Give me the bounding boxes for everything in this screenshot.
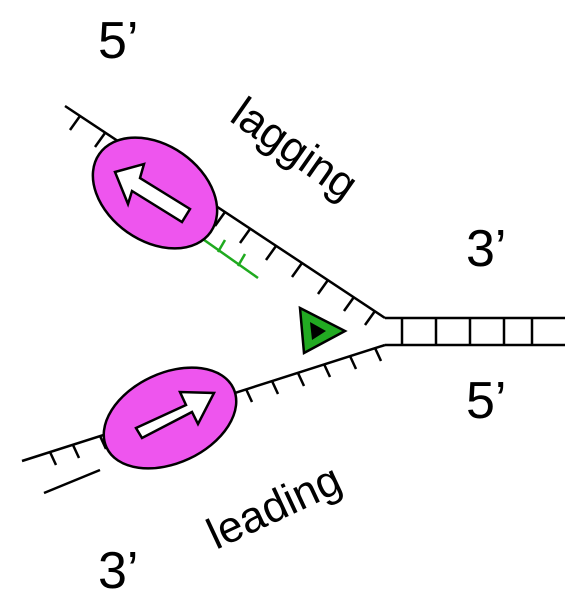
top-left-end-label: 5’	[98, 12, 138, 70]
polymerase-lagging	[91, 136, 219, 250]
right-bottom-end-label: 5’	[466, 372, 506, 430]
leading-label: leading	[200, 455, 349, 559]
leading-new-strand	[43, 468, 101, 495]
polymerase-leading	[102, 366, 238, 470]
lagging-label: lagging	[222, 88, 366, 210]
bottom-left-end-label: 3’	[98, 542, 138, 598]
right-arrow-icon	[134, 390, 217, 440]
right-top-end-label: 3’	[466, 220, 506, 278]
left-arrow-icon	[113, 162, 192, 224]
helicase-icon	[298, 305, 348, 355]
parental-duplex	[385, 316, 565, 347]
